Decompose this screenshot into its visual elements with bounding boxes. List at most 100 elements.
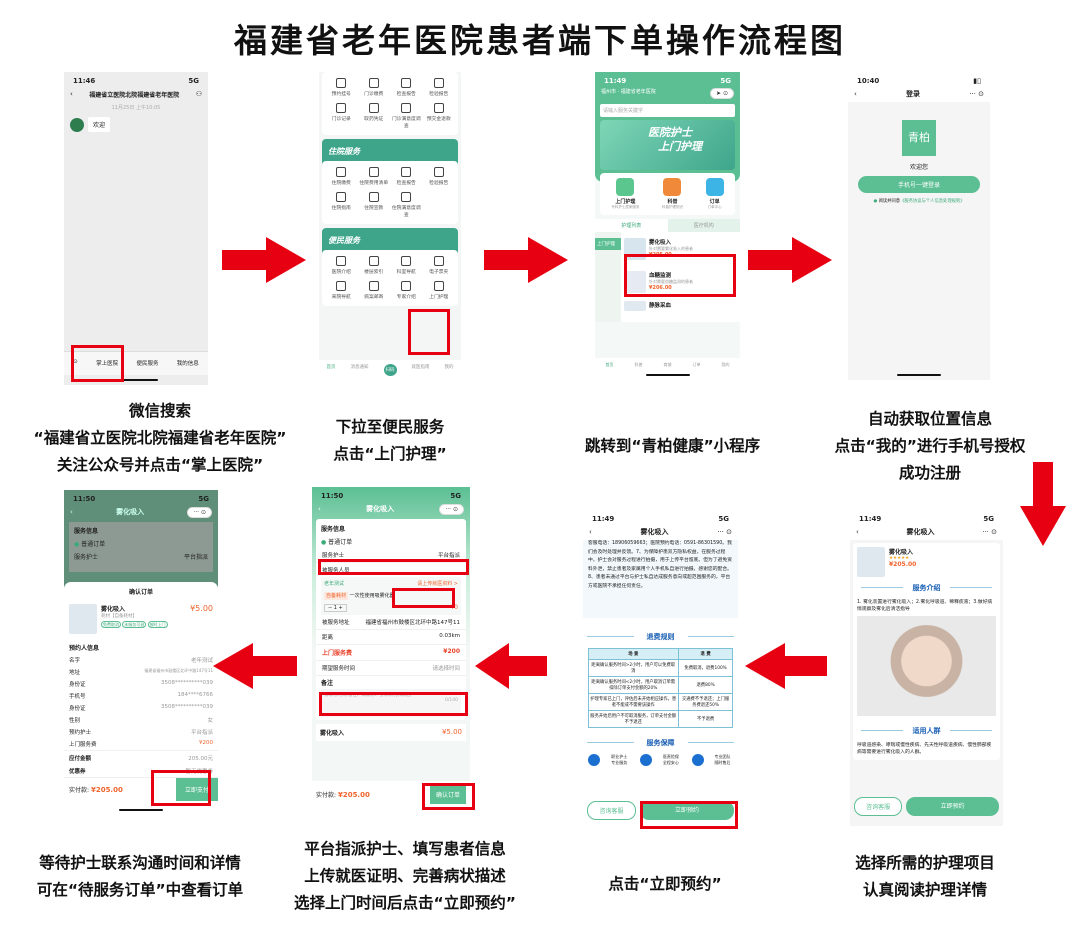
nav-me[interactable]: 我的 (721, 362, 730, 367)
service-item[interactable]: 楼层索引 (359, 254, 390, 277)
confirm-order-button[interactable]: 确认订单 (429, 785, 466, 804)
agree-checkbox[interactable]: ● (873, 199, 878, 204)
home-nursing-item[interactable]: 上门护理 (424, 279, 455, 302)
service-item[interactable]: 来院导航 (326, 279, 357, 302)
text-label: ¥205.00 (889, 561, 917, 568)
quick-orders[interactable]: 订单订单中心 (705, 178, 724, 210)
search-input[interactable]: 请输入服务关键字 (600, 104, 735, 117)
caption-step6: 点击“立即预约” (570, 871, 760, 898)
service-item[interactable]: 住院费用清单 (359, 165, 390, 188)
consult-button[interactable]: 咨询客服 (854, 797, 903, 816)
nav-messages[interactable]: 消息通知 (350, 365, 369, 370)
more-icon[interactable]: ··· ⊙ (439, 503, 464, 515)
nav-home[interactable]: 首页 (605, 362, 614, 367)
service-item[interactable]: 专家介绍 (391, 279, 422, 302)
nav-guide[interactable]: 就医指南 (411, 365, 430, 370)
text-label: 按时上门 (147, 621, 168, 628)
service-item[interactable]: 住院宣教 (359, 190, 390, 220)
nav-scan[interactable]: 扫码 (383, 364, 397, 376)
quick-science[interactable]: 科普科普护理知识 (662, 178, 683, 210)
tab-institutions[interactable]: 医疗机构 (667, 219, 740, 232)
text-label: 免费取消，退费100% (677, 659, 734, 677)
quick-home-nursing[interactable]: 上门护理专科护士居家服务 (611, 178, 639, 210)
chat-timestamp: 11月25日 上午10:05 (111, 105, 161, 111)
book-now-button[interactable]: 立即预约 (640, 801, 734, 820)
refund-table: 场 景退 费 距离确认服务时间>2小时，用户可以免费取消免费取消，退费100% … (587, 648, 734, 728)
text-label: 服务开始后用户不可取消服务，订单支付金额不予退还 (587, 710, 679, 728)
service-item[interactable]: 科室导航 (391, 254, 422, 277)
people-text: 呼吸道感染、哮喘或慢性疾病、先天性呼吸道疾病、慢性肺部疾病等需要进行雾化吸入的人… (857, 743, 992, 755)
service-item[interactable]: 检查报告 (391, 76, 422, 99)
book-now-button[interactable]: 立即预约 (906, 797, 999, 816)
nav-mall[interactable]: 商城 (663, 362, 672, 367)
agreement-link[interactable]: 《服务协议与个人信息处理规则》 (900, 199, 965, 204)
service-item[interactable]: 电子票夹 (424, 254, 455, 277)
arrow-left-icon (213, 643, 297, 689)
back-icon[interactable]: ‹ (589, 528, 592, 536)
more-icon[interactable]: ··· ⊙ (969, 90, 984, 98)
service-item[interactable]: 门诊缴费 (359, 76, 390, 99)
arrow-right-icon (748, 237, 832, 283)
menu-hospital[interactable]: 掌上医院 (96, 361, 119, 367)
menu-convenience[interactable]: 便民服务 (136, 361, 159, 367)
service-item[interactable]: 住院缴费 (326, 165, 357, 188)
nav-me[interactable]: 我的 (444, 365, 454, 370)
profile-icon[interactable]: ⚇ (195, 90, 202, 98)
nav-orders[interactable]: 订单 (692, 362, 701, 367)
text-label: 交通费不予退还；上门服务费退还50% (677, 693, 734, 711)
location-icon[interactable]: ➤ ⊙ (710, 88, 734, 99)
text-label: 雾化吸入 (889, 549, 914, 556)
text-label: 微信搜索 (128, 402, 191, 420)
service-card[interactable]: 静脉采血 (621, 298, 740, 314)
tab-nursing-list[interactable]: 护理列表 (595, 219, 668, 232)
keyboard-icon[interactable]: ⊙ (73, 359, 78, 365)
back-icon[interactable]: ‹ (70, 90, 73, 98)
nav-home[interactable]: 首页 (326, 365, 336, 370)
text-label: 医院护士 (648, 126, 692, 139)
people-title: 适用人群 (857, 726, 996, 736)
service-info-title: 服务信息 (321, 526, 346, 533)
patient-name[interactable]: 老年测试 (324, 581, 345, 587)
text-label: 未服务可退 (122, 621, 147, 628)
more-icon[interactable]: ··· ⊙ (982, 528, 997, 536)
caption-step1: 微信搜索“福建省立医院北院福建省老年医院”关注公众号并点击“掌上医院” (0, 398, 320, 479)
service-card[interactable]: 血糖监测针对需要血糖监测的患者¥206.00 (621, 266, 740, 298)
service-item[interactable]: 检查报告 (391, 165, 422, 188)
menu-my-info[interactable]: 我的信息 (176, 361, 199, 367)
caption-step2: 下拉至便民服务点击“上门护理” (290, 414, 490, 468)
service-item[interactable]: 预约挂号 (326, 76, 357, 99)
home-indicator (114, 379, 158, 381)
pay-now-button[interactable]: 立即支付 (175, 778, 218, 801)
back-icon[interactable]: ‹ (854, 90, 857, 98)
text-label: 身份证 (69, 706, 86, 712)
more-icon[interactable]: ··· ⊙ (717, 528, 732, 536)
service-item[interactable]: 预交金退款 (424, 101, 455, 131)
product-image (69, 604, 97, 634)
nav-science[interactable]: 科普 (634, 362, 643, 367)
time-picker[interactable]: 请选择时间 (432, 666, 460, 672)
banner[interactable]: 医院护士上门护理 (600, 120, 735, 170)
service-item[interactable]: 检验报告 (424, 165, 455, 188)
text-label: 实付款: (69, 787, 90, 794)
service-item[interactable]: 病案邮寄 (359, 279, 390, 302)
service-item[interactable]: 门诊记录 (326, 101, 357, 131)
service-item[interactable]: 住院满意度调查 (391, 190, 422, 220)
back-icon[interactable]: ‹ (856, 528, 859, 536)
back-icon[interactable]: ‹ (318, 505, 321, 513)
text-label: 上门服务费 (69, 742, 97, 748)
quantity-stepper[interactable]: − 1 + (324, 604, 347, 612)
upload-records-link[interactable]: 请上传就医资料 > (417, 581, 458, 587)
service-item[interactable]: 门诊满意度调查 (391, 101, 422, 131)
pay-amount: ¥205.00 (337, 791, 370, 799)
address-value[interactable]: 福建省福州市鼓楼区北环中路147号11 (365, 620, 461, 626)
phone-login-button[interactable]: 手机号一键登录 (858, 176, 980, 193)
service-item[interactable]: 医院介绍 (326, 254, 357, 277)
location-label[interactable]: 福州市 · 福建省老年医院 (601, 89, 656, 95)
message-bubble: 欢迎 (88, 117, 111, 132)
service-item[interactable]: 取药凭证 (359, 101, 390, 131)
page-header: 雾化吸入 (640, 528, 669, 536)
category-home-nursing[interactable]: 上门护理 (595, 238, 621, 250)
service-item[interactable]: 检验报告 (424, 76, 455, 99)
service-item[interactable]: 住院指南 (326, 190, 357, 220)
consult-button[interactable]: 咨询客服 (587, 801, 636, 820)
